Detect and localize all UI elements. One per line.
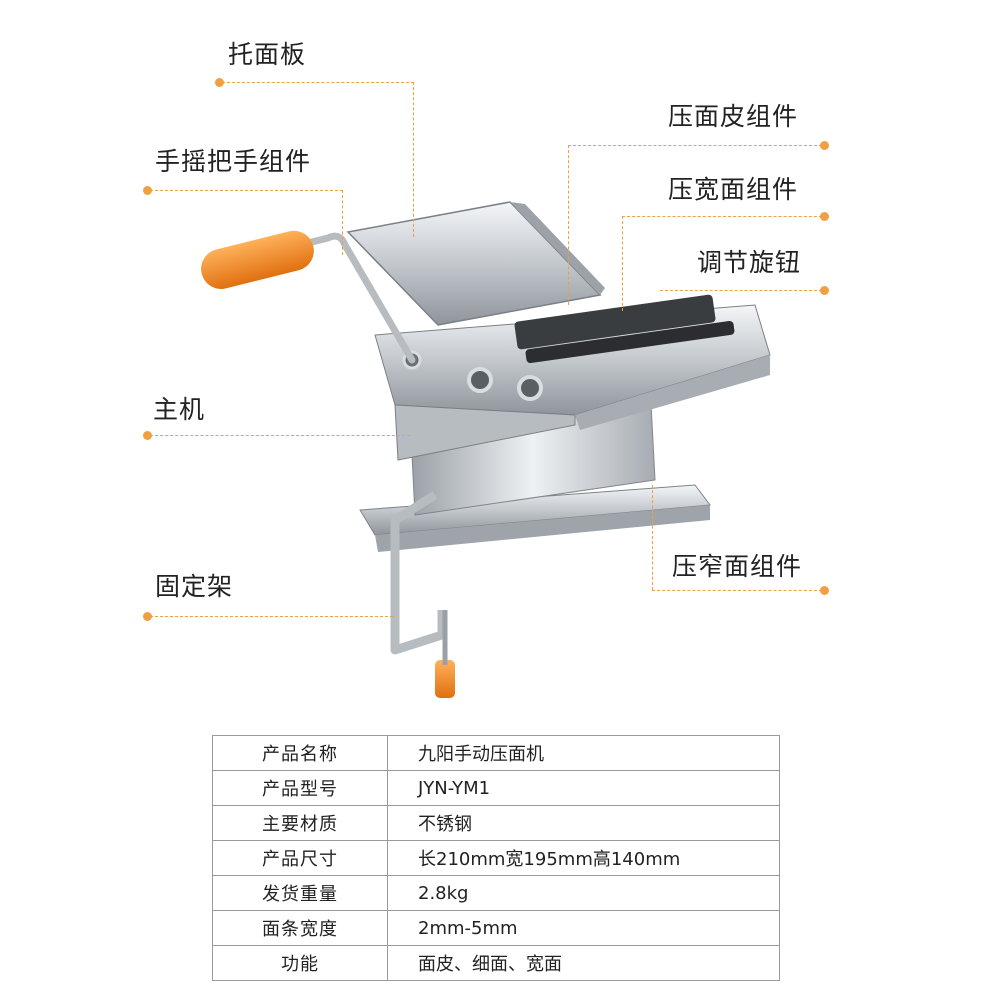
table-row: 发货重量 2.8kg xyxy=(212,875,780,911)
leader-narrow-cutter-h xyxy=(652,590,822,591)
dot-narrow-cutter xyxy=(820,586,829,595)
table-row: 面条宽度 2mm-5mm xyxy=(212,910,780,946)
leader-wide-cutter-h xyxy=(622,216,822,217)
spec-value: 不锈钢 xyxy=(387,805,780,841)
feed-tray xyxy=(346,201,605,326)
leader-tray-v xyxy=(413,82,414,237)
spec-key: 产品型号 xyxy=(212,770,388,806)
label-wide-cutter: 压宽面组件 xyxy=(668,175,799,204)
label-main-unit: 主机 xyxy=(153,395,206,424)
pasta-machine-illustration xyxy=(201,201,771,698)
label-tray: 托面板 xyxy=(228,40,307,69)
spec-value: 2.8kg xyxy=(387,875,780,911)
label-narrow-cutter: 压窄面组件 xyxy=(672,552,803,581)
label-sheet-roller: 压面皮组件 xyxy=(668,102,799,131)
leader-main-unit-h xyxy=(150,435,410,436)
spec-value: JYN-YM1 xyxy=(387,770,780,806)
dot-crank xyxy=(143,186,152,195)
spec-value: 面皮、细面、宽面 xyxy=(387,945,780,981)
clamp-bracket xyxy=(390,491,455,698)
label-crank: 手摇把手组件 xyxy=(155,147,312,176)
leader-clamp-h xyxy=(150,616,393,617)
label-clamp: 固定架 xyxy=(155,572,234,601)
spec-key: 发货重量 xyxy=(212,875,388,911)
dot-knob xyxy=(820,286,829,295)
table-row: 产品型号 JYN-YM1 xyxy=(212,770,780,806)
table-row: 主要材质 不锈钢 xyxy=(212,805,780,841)
leader-narrow-cutter-v xyxy=(652,485,653,590)
leader-crank-h xyxy=(150,190,343,191)
table-row: 功能 面皮、细面、宽面 xyxy=(212,945,780,981)
crank-handle xyxy=(201,230,416,364)
label-knob: 调节旋钮 xyxy=(697,248,802,277)
base-plate xyxy=(359,484,711,552)
leader-crank-v xyxy=(342,190,343,255)
main-body xyxy=(374,294,771,516)
spec-key: 产品尺寸 xyxy=(212,840,388,876)
table-row: 产品尺寸 长210mm宽195mm高140mm xyxy=(212,840,780,876)
table-row: 产品名称 九阳手动压面机 xyxy=(212,735,780,771)
leader-wide-cutter-v xyxy=(622,216,623,311)
dot-main-unit xyxy=(143,431,152,440)
spec-key: 产品名称 xyxy=(212,735,388,771)
dot-wide-cutter xyxy=(820,212,829,221)
dot-sheet-roller xyxy=(820,141,829,150)
spec-key: 功能 xyxy=(212,945,388,981)
spec-value: 2mm-5mm xyxy=(387,910,780,946)
spec-value: 长210mm宽195mm高140mm xyxy=(387,840,780,876)
spec-table: 产品名称 九阳手动压面机 产品型号 JYN-YM1 主要材质 不锈钢 产品尺寸 … xyxy=(212,735,780,981)
leader-sheet-roller-v xyxy=(568,145,569,305)
spec-key: 主要材质 xyxy=(212,805,388,841)
leader-sheet-roller-h xyxy=(568,145,822,146)
dot-tray xyxy=(215,78,224,87)
leader-tray-h xyxy=(222,82,414,83)
dot-clamp xyxy=(143,612,152,621)
spec-key: 面条宽度 xyxy=(212,910,388,946)
spec-value: 九阳手动压面机 xyxy=(387,735,780,771)
leader-knob-h xyxy=(660,290,822,291)
